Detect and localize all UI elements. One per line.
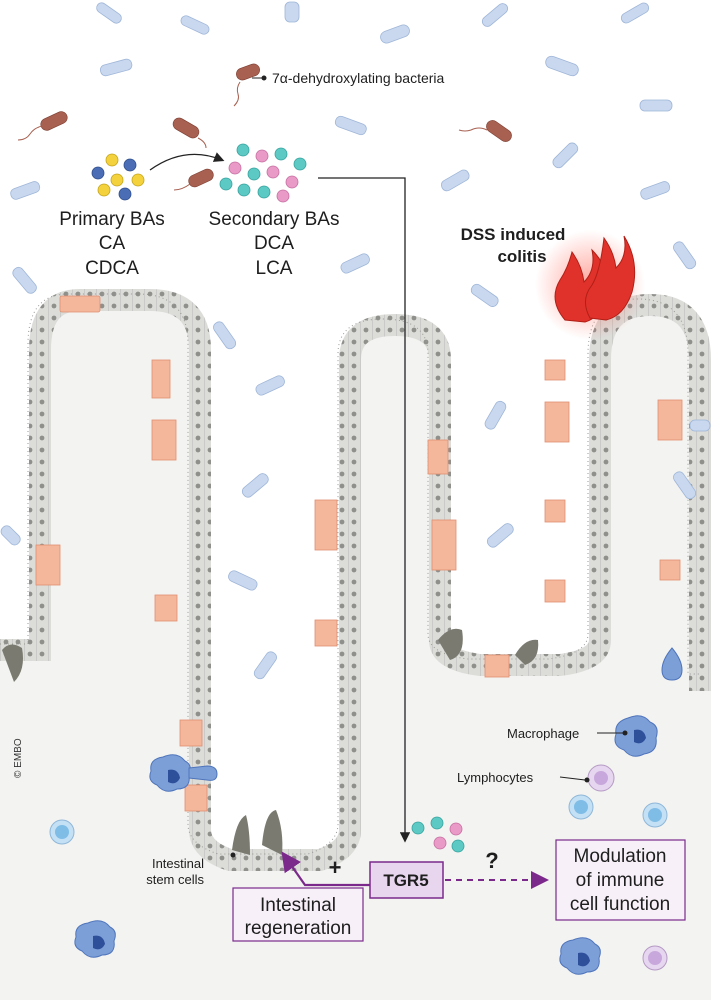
bacterium-icon: [689, 419, 711, 432]
flame-icon: [554, 235, 636, 323]
ba-to-tgr5-arrow: [318, 177, 411, 843]
macrophage-icon: [149, 754, 218, 792]
bacterium-icon: [334, 115, 367, 136]
primary-bas-ca: CA: [99, 233, 126, 254]
tgr5-label: TGR5: [383, 871, 428, 890]
bacteria-flagella: [17, 81, 488, 191]
bacterium-icon: [99, 58, 133, 77]
regeneration-label-line1: Intestinal: [260, 895, 336, 916]
bacterium-icon: [486, 120, 512, 142]
bacterium-icon: [640, 181, 671, 200]
bacterium-icon: [188, 168, 214, 188]
macrophage-label: Macrophage: [507, 726, 579, 741]
bacterium-icon: [673, 471, 697, 500]
bacterium-icon: [380, 24, 410, 44]
bacterium-icon: [340, 253, 370, 274]
regeneration-box: [232, 887, 364, 942]
bacterium-icon: [228, 570, 258, 591]
lymphocytes-label: Lymphocytes: [457, 770, 534, 785]
bacterium-icon: [40, 111, 68, 131]
dehydroxylating-bacteria: [40, 63, 512, 188]
secondary-bas-title: Secondary BAs: [209, 209, 340, 230]
bacteria-pointer-dot: [261, 75, 267, 81]
lymphocyte-icon: [568, 794, 594, 820]
regeneration-label-line2: regeneration: [245, 918, 352, 939]
bacterium-icon: [639, 99, 673, 112]
bacterium-icon: [236, 63, 260, 81]
bacterium-icon: [180, 15, 210, 35]
bacterium-icon: [440, 169, 470, 192]
tgr5-to-regeneration-arrow: [281, 851, 370, 887]
bacterium-icon: [253, 651, 277, 680]
macrophage-icon: [559, 937, 601, 975]
conversion-arrow: [149, 152, 225, 171]
modulation-box: [555, 839, 686, 921]
colitis-label-line1: DSS induced: [461, 225, 566, 244]
bacterium-icon: [10, 181, 41, 200]
lymphocyte-icon: [642, 802, 668, 828]
bacterium-icon: [470, 283, 499, 307]
colitis-label-line2: colitis: [497, 247, 546, 266]
stem-cells-label-line1: Intestinal: [152, 856, 204, 871]
bacterium-icon: [484, 400, 507, 430]
bacterium-icon: [486, 523, 514, 548]
stem-cells-label-line2: stem cells: [146, 872, 204, 887]
bacterium-icon: [673, 241, 697, 270]
primary-bas-title: Primary BAs: [59, 209, 165, 230]
modulation-label-line3: cell function: [570, 894, 670, 915]
lymphocyte-icon: [587, 764, 615, 792]
bacterium-icon: [96, 2, 122, 24]
tgr5-box: [369, 861, 444, 899]
macrophage-icon: [614, 715, 658, 757]
secondary-bas-lca: LCA: [256, 258, 293, 279]
primary-bas-cdca: CDCA: [85, 258, 139, 279]
stem-cells-pointer-dot: [230, 852, 236, 858]
macrophage-pointer-dot: [622, 730, 628, 736]
bacterium-icon: [552, 142, 579, 169]
bacterium-icon: [213, 321, 237, 350]
tgr5-ligand-molecules: [411, 816, 465, 853]
bacterium-icon: [0, 525, 21, 546]
bacterium-icon: [545, 55, 579, 77]
modulation-label-line2: of immune: [576, 870, 665, 891]
lymphocytes-pointer: [559, 776, 586, 781]
copyright-label: © EMBO: [13, 738, 24, 778]
primary-ba-molecules: [91, 153, 145, 201]
commensal-bacteria: [0, 1, 711, 680]
bacterium-icon: [241, 473, 269, 498]
modulation-label-line1: Modulation: [574, 846, 667, 867]
secondary-ba-molecules: [219, 143, 307, 203]
plus-sign: +: [329, 855, 342, 880]
macrophage-icon: [74, 920, 116, 958]
question-mark: ?: [485, 848, 498, 873]
stem-cells: [2, 628, 539, 855]
bacterium-icon: [172, 117, 200, 139]
macrophage-icon: [661, 647, 683, 681]
lymphocyte-icon: [642, 945, 668, 971]
bacterium-icon: [12, 266, 37, 294]
bacterium-icon: [481, 3, 509, 27]
secondary-bas-dca: DCA: [254, 233, 294, 254]
pink-epithelial-cells: [35, 295, 683, 812]
lymphocytes-pointer-dot: [584, 777, 590, 783]
lymphocyte-icon: [49, 819, 75, 845]
bacterium-icon: [284, 1, 300, 23]
bacteria-label: 7α-dehydroxylating bacteria: [272, 70, 445, 86]
bacterium-icon: [620, 2, 650, 24]
bacterium-icon: [255, 375, 285, 396]
